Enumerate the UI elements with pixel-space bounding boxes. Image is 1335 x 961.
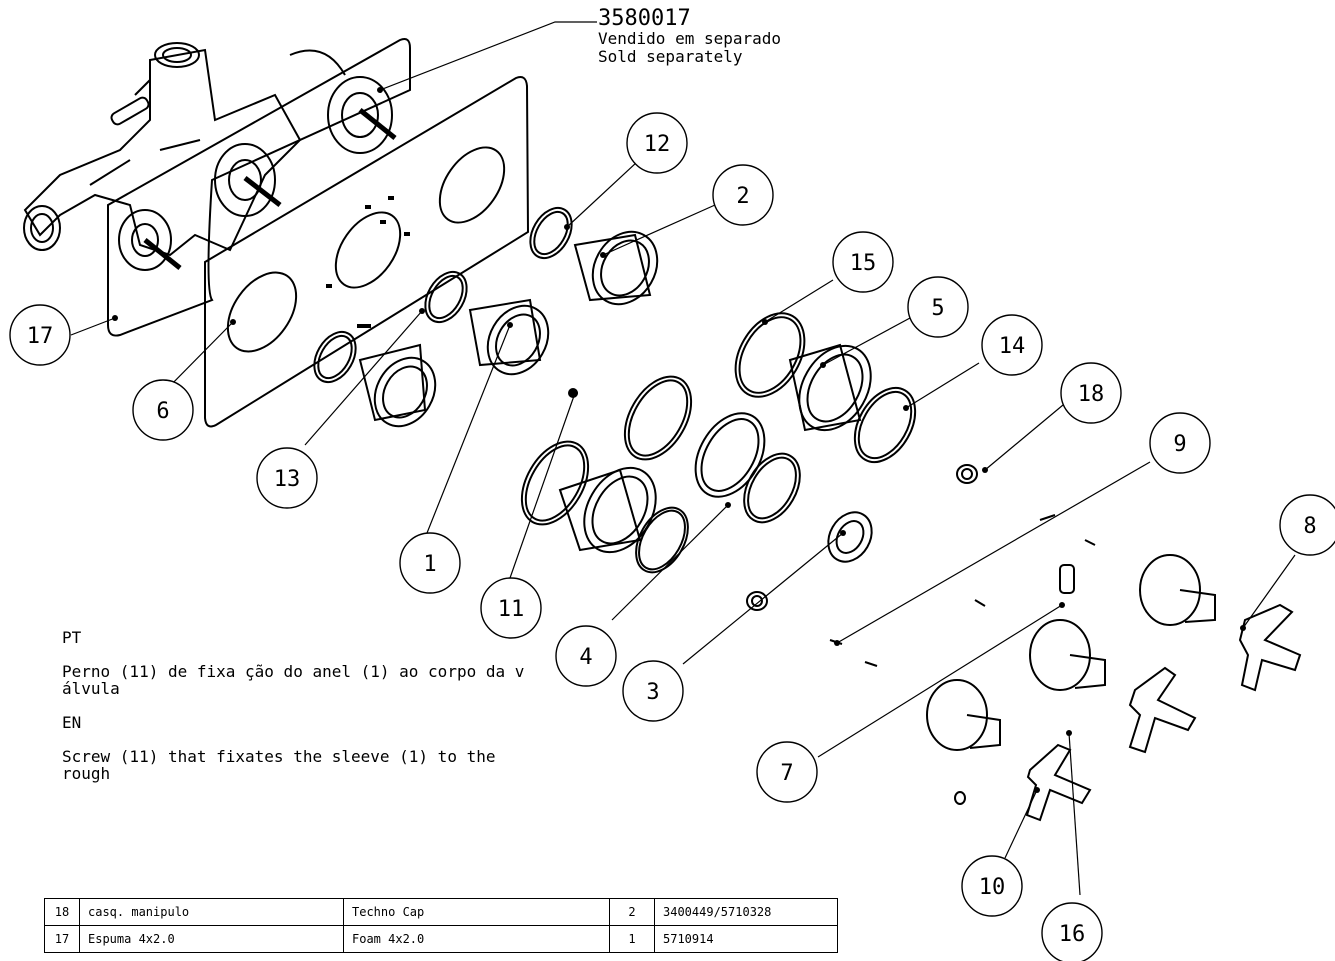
leader-lines xyxy=(70,21,1296,896)
balloon-label: 3 xyxy=(646,680,659,705)
callout-en: Sold separately xyxy=(598,47,743,66)
table-row: 18 casq. manipulo Techno Cap 2 3400449/5… xyxy=(44,898,838,926)
note-en-label: EN xyxy=(62,713,82,732)
part-code: 3580017 xyxy=(598,6,691,31)
note-pt-label: PT xyxy=(62,628,82,647)
part-code: 5710914 xyxy=(654,925,838,953)
note-en-text: Screw (11) that fixates the sleeve (1) t… xyxy=(62,747,496,783)
balloon-label: 17 xyxy=(27,324,54,349)
balloon-11: 11 xyxy=(480,577,542,639)
balloon-2: 2 xyxy=(712,164,774,226)
quantity: 2 xyxy=(609,898,655,926)
balloon-label: 14 xyxy=(999,334,1026,359)
balloon-label: 6 xyxy=(156,399,169,424)
item-number: 17 xyxy=(44,925,80,953)
description-en: Techno Cap xyxy=(343,898,610,926)
assembly-note: PT Perno (11) de fixa ção do anel (1) ao… xyxy=(62,612,542,799)
sold-separately-callout: 3580017 Vendido em separado Sold separat… xyxy=(598,8,781,66)
balloon-15: 15 xyxy=(832,231,894,293)
balloon-7: 7 xyxy=(756,741,818,803)
valve-cartridges xyxy=(118,49,397,271)
balloon-label: 10 xyxy=(979,875,1006,900)
description-pt: Espuma 4x2.0 xyxy=(79,925,344,953)
balloon-label: 18 xyxy=(1078,382,1105,407)
balloon-17: 17 xyxy=(9,304,71,366)
part-code: 3400449/5710328 xyxy=(654,898,838,926)
balloon-label: 11 xyxy=(498,597,525,622)
quantity: 1 xyxy=(609,925,655,953)
balloon-8: 8 xyxy=(1279,494,1335,556)
balloon-1: 1 xyxy=(399,532,461,594)
balloon-5: 5 xyxy=(907,276,969,338)
bill-of-materials: 18 casq. manipulo Techno Cap 2 3400449/5… xyxy=(44,898,838,953)
balloon-18: 18 xyxy=(1060,362,1122,424)
callout-pt: Vendido em separado xyxy=(598,29,782,48)
balloon-label: 15 xyxy=(850,251,877,276)
table-row: 17 Espuma 4x2.0 Foam 4x2.0 1 5710914 xyxy=(44,925,838,953)
valve-body xyxy=(23,42,302,257)
balloon-10: 10 xyxy=(961,855,1023,917)
description-en: Foam 4x2.0 xyxy=(343,925,610,953)
item-number: 18 xyxy=(44,898,80,926)
balloon-label: 7 xyxy=(780,761,793,786)
balloon-label: 5 xyxy=(931,296,944,321)
balloon-label: 16 xyxy=(1059,922,1086,947)
cover-plate xyxy=(204,76,530,428)
sleeves-and-orings xyxy=(313,206,978,611)
balloon-label: 8 xyxy=(1303,514,1316,539)
balloon-9: 9 xyxy=(1149,412,1211,474)
balloon-label: 1 xyxy=(423,552,436,577)
balloon-label: 2 xyxy=(736,184,749,209)
balloon-label: 12 xyxy=(644,132,671,157)
balloon-3: 3 xyxy=(622,660,684,722)
balloon-4: 4 xyxy=(555,625,617,687)
balloon-14: 14 xyxy=(981,314,1043,376)
balloon-13: 13 xyxy=(256,447,318,509)
balloon-12: 12 xyxy=(626,112,688,174)
description-pt: casq. manipulo xyxy=(79,898,344,926)
balloon-16: 16 xyxy=(1041,902,1103,961)
balloon-label: 13 xyxy=(274,467,301,492)
handles xyxy=(829,514,1302,822)
balloon-label: 4 xyxy=(579,645,592,670)
balloon-label: 9 xyxy=(1173,432,1186,457)
balloon-6: 6 xyxy=(132,379,194,441)
note-pt-text: Perno (11) de fixa ção do anel (1) ao co… xyxy=(62,662,525,698)
